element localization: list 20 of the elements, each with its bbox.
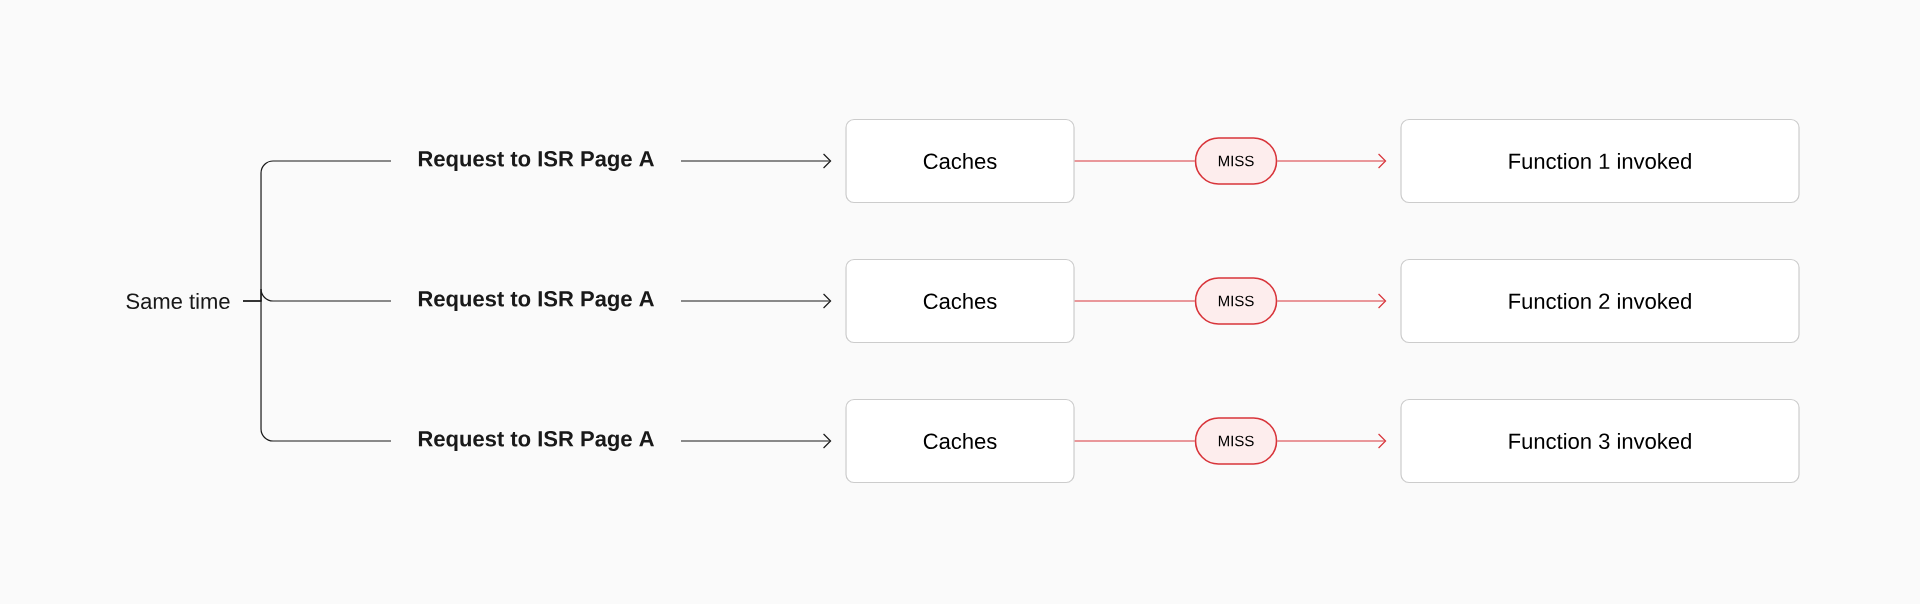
arrow	[680, 293, 832, 309]
arrow	[680, 153, 832, 169]
request-label: Request to ISR Page A	[418, 291, 654, 311]
arrow	[1276, 293, 1387, 309]
arrow	[680, 433, 832, 449]
connector-line	[1074, 160, 1196, 162]
request-label: Request to ISR Page A	[418, 151, 654, 171]
function-box: Function 2 invoked	[1400, 258, 1800, 344]
label-text: Same time	[126, 292, 230, 310]
cache-box: Caches	[845, 118, 1075, 204]
cache-box: Caches	[845, 398, 1075, 484]
cache-box: Caches	[845, 258, 1075, 344]
bracket-line	[242, 300, 392, 442]
arrow	[1276, 153, 1387, 169]
arrow	[1276, 433, 1387, 449]
request-label: Request to ISR Page A	[418, 431, 654, 451]
connector-line	[1074, 300, 1196, 302]
connector-line	[1074, 440, 1196, 442]
function-box: Function 3 invoked	[1400, 398, 1800, 484]
function-box: Function 1 invoked	[1400, 118, 1800, 204]
